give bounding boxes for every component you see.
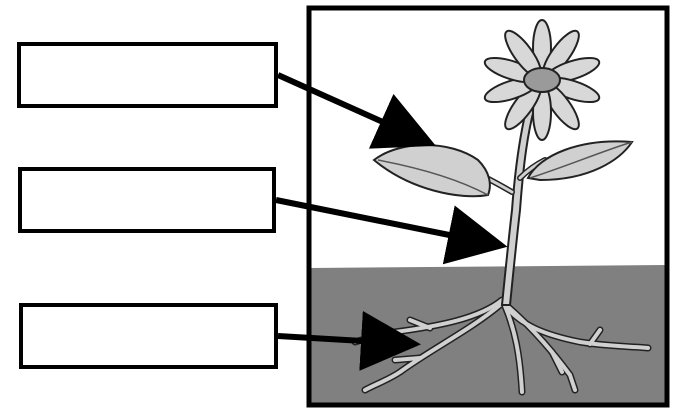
soil: [309, 265, 667, 405]
flower-center: [524, 68, 560, 92]
